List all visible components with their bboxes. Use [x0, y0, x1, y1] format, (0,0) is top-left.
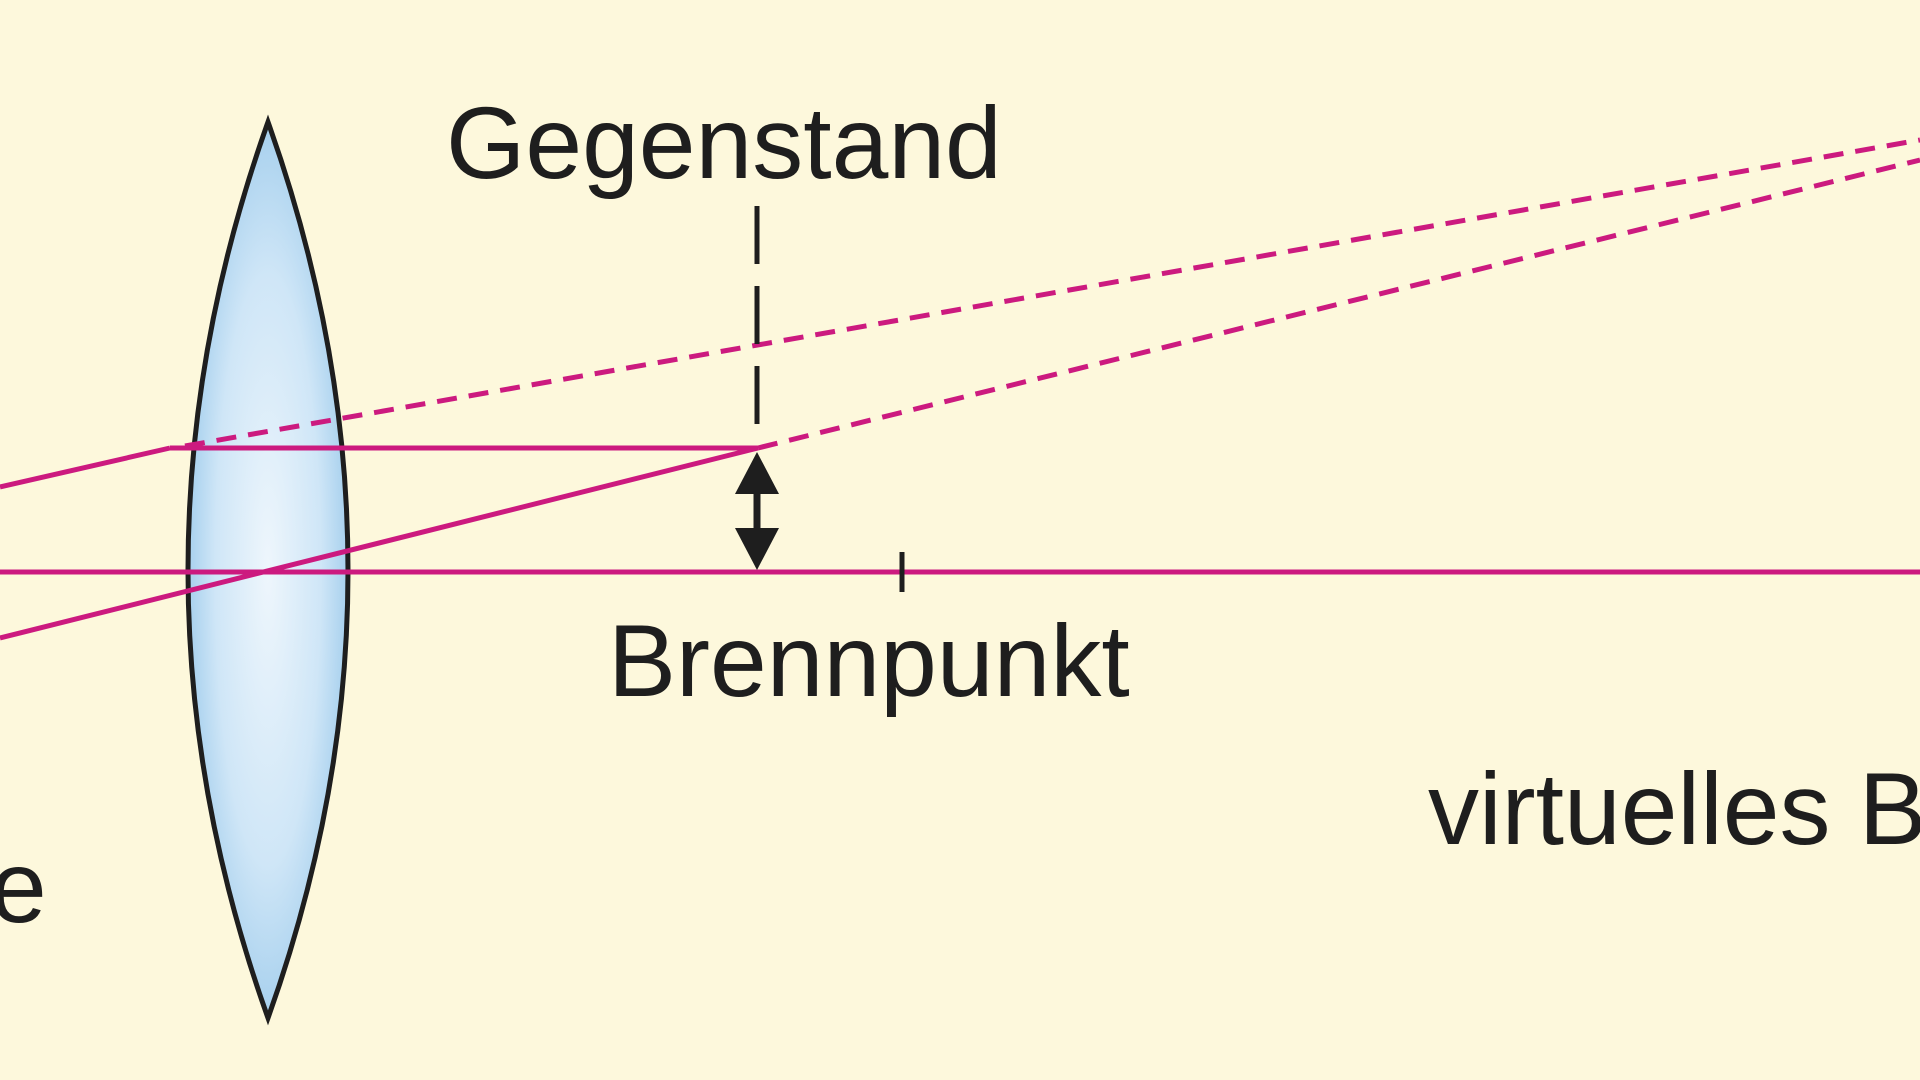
focal-point-label: Brennpunkt	[608, 604, 1130, 718]
virtual-image-label: virtuelles B	[1428, 752, 1920, 866]
virtual-ray-extension-central	[757, 157, 1920, 451]
virtual-ray-extension-parallel	[184, 137, 1920, 449]
central-ray	[0, 445, 759, 641]
object-label: Gegenstand	[446, 86, 1002, 200]
incoming-ray-upper	[0, 445, 171, 490]
lens-label-fragment: e	[0, 830, 47, 944]
object-arrow	[735, 452, 779, 570]
